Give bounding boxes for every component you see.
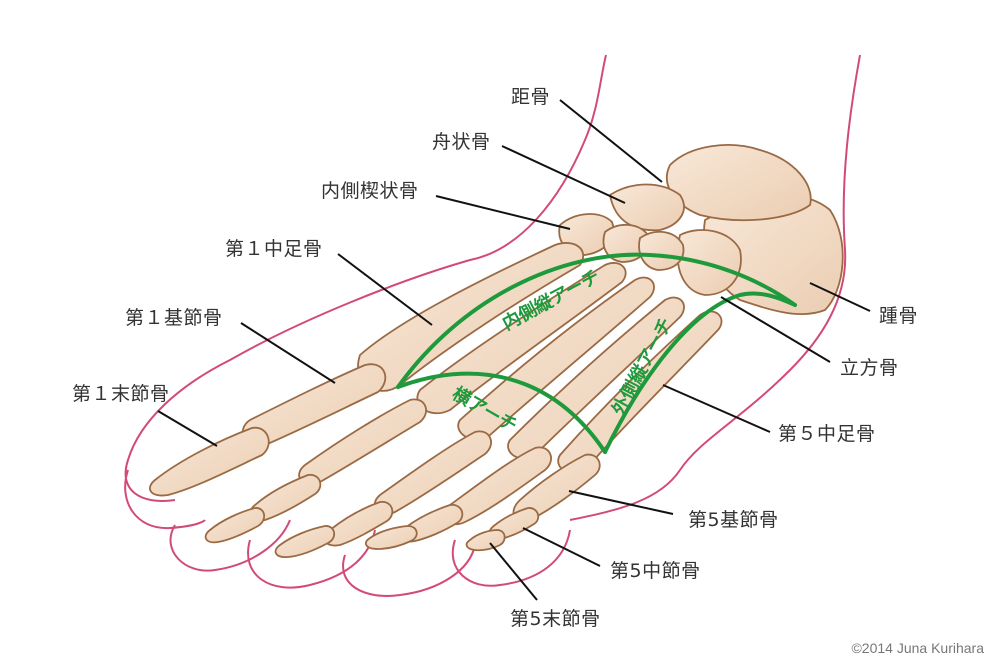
transverse-arch-line [396,371,607,454]
label-distal-phalanx-5: 第5末節骨 [510,608,601,630]
distal-phalanx-1-bone [149,426,270,497]
label-cuboid: 立方骨 [840,357,899,379]
label-metatarsal-5: 第５中足骨 [778,423,876,445]
label-proximal-phalanx-5: 第5基節骨 [688,509,779,531]
arch-lines [396,252,797,454]
leader-lines [157,99,871,601]
lateral-longitudinal-arch-line [603,291,797,454]
label-middle-phalanx-5: 第5中節骨 [610,560,701,582]
label-distal-phalanx-1: 第１末節骨 [72,383,170,405]
copyright-notice: ©2014 Juna Kurihara [851,640,984,656]
navicular-bone [609,183,685,232]
label-calcaneus: 踵骨 [879,305,919,327]
distal-phalanx-5-bone [465,529,506,552]
label-metatarsal-1: 第１中足骨 [225,238,323,260]
talus-bone [665,144,812,222]
skin-outline [124,54,861,597]
bones [149,144,844,558]
label-talus: 距骨 [511,86,551,108]
label-medial-cuneiform: 内側楔状骨 [321,180,419,202]
label-proximal-phalanx-1: 第１基節骨 [125,307,223,329]
label-navicular: 舟状骨 [432,131,491,153]
medial-longitudinal-arch-line [396,252,797,389]
